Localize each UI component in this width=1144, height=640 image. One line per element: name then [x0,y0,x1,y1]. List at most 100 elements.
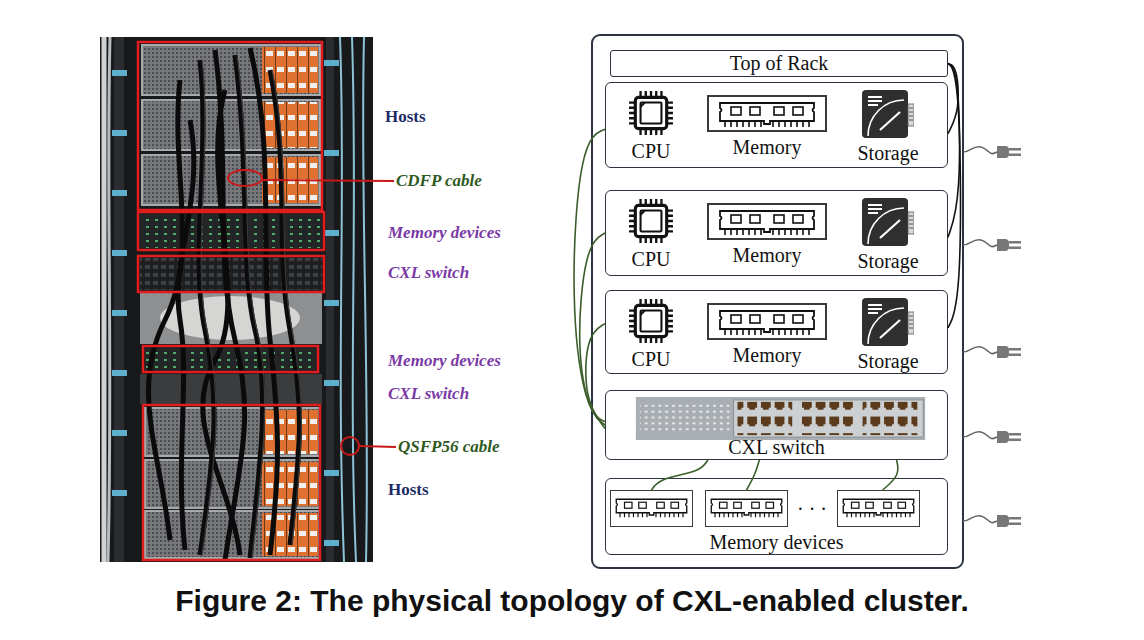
node-text: Memory [733,136,802,159]
rack-clip [112,190,127,196]
memory-device [837,490,920,527]
cpu-symbol [629,199,673,243]
callout-leader [341,437,359,455]
memory-icon: Memory [707,203,827,240]
highlight-box [138,212,324,250]
cable-highlight [201,60,216,555]
rack-part-label: Hosts [388,480,429,500]
rack-clip [324,300,339,306]
rack-schematic [592,35,1021,568]
server-photo [142,100,320,150]
dimm-symbol [616,103,914,517]
rack-clip [324,150,339,156]
figure-caption: Figure 2: The physical topology of CXL-e… [0,584,1144,618]
server-photo [262,462,318,506]
rack-clip [112,250,127,256]
rack-part-label: Hosts [385,107,426,127]
memory-device [705,490,788,527]
host-box: CPUMemoryStorage [605,290,948,374]
connector-group [574,64,960,491]
memory-icon: Memory [707,303,827,340]
rack-part-label: CXL switch [388,384,469,404]
rack-photo [102,37,107,562]
cable-label: QSFP56 cable [398,437,500,457]
rack-clip [112,490,127,496]
storage-icon: Storage [862,198,914,246]
rack-clip [324,230,339,236]
rack-clip [324,60,339,66]
rack-clip [112,130,127,136]
cable-bundle [235,55,263,558]
highlight-box [143,346,318,372]
dimm-symbol [720,103,814,127]
cpu-symbol [629,91,673,135]
callout-leader [228,170,262,186]
cpu-symbol [629,91,673,343]
memory-devices-box: Memory devices [605,478,948,555]
rack-photo [108,37,110,562]
cable-highlight [272,70,301,545]
storage-symbol [862,198,914,246]
device-photo [145,348,316,370]
node-text: CPU [632,248,671,271]
connector [574,129,605,425]
memory-icon: Memory [707,95,827,132]
cable-bundle [148,80,182,540]
callout-leader [359,446,396,447]
callout-leader [262,180,394,181]
dimm-symbol [720,211,814,235]
host-box: CPUMemoryStorage [605,190,948,276]
highlight-box [138,256,324,292]
rack-photo [326,37,334,562]
cable-bundle [250,48,278,555]
connector [580,233,605,422]
storage-symbol [862,298,914,346]
power-plug [963,146,1021,158]
host-box: CPUMemoryStorage [605,82,948,168]
cable-label: CDFP cable [396,171,482,191]
node-text: Memory [733,244,802,267]
connector [747,460,760,490]
cable-bundle [148,48,299,560]
rack-clip [112,310,127,316]
power-plug [963,239,1021,251]
node-text: Storage [857,250,918,273]
power-plug [963,346,1021,358]
node-text: CXL switch [728,436,824,459]
storage-symbol [862,90,914,346]
cable-highlight [237,55,265,558]
dimm-symbol [843,499,914,517]
dimm-symbol [616,499,687,517]
rack-schematic [592,35,963,568]
ellipsis: · · · [797,498,827,521]
device-photo [140,258,322,290]
power-plug [963,146,1021,527]
storage-symbol [862,90,914,138]
rack-photo [114,37,124,562]
rack-clip [324,470,339,476]
dimm-symbol [720,311,814,335]
connector [652,460,708,490]
cpu-icon: CPU [628,298,674,344]
rack-photo [340,37,367,562]
node-text: Top of Rack [730,52,829,75]
node-text: Storage [857,142,918,165]
highlight-box [143,405,320,560]
cpu-icon: CPU [628,90,674,136]
connector [883,460,898,490]
rack-part-label: CXL switch [388,263,469,283]
storage-icon: Storage [862,90,914,138]
highlight-box [138,42,324,560]
server-photo [142,45,320,95]
rack-clip [324,540,339,546]
cable-bundle [270,70,299,545]
dimm-symbol [711,499,782,517]
rack-clip [112,430,127,436]
cable-bundle [203,90,240,555]
cpu-icon: CPU [628,198,674,244]
node-text: CPU [632,140,671,163]
server-photo [262,410,318,454]
